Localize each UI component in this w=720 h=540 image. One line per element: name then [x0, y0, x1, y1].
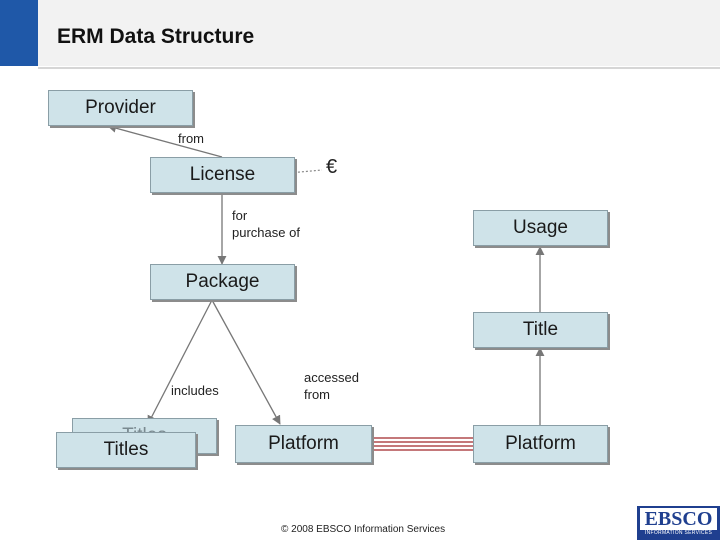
node-platform-right: Platform	[473, 425, 608, 463]
node-platform-center: Platform	[235, 425, 372, 463]
node-package: Package	[150, 264, 295, 300]
label-includes: includes	[171, 383, 219, 398]
edge-package-platform	[211, 299, 281, 425]
node-titles: Titles	[56, 432, 196, 468]
footer-copyright: © 2008 EBSCO Information Services	[281, 524, 446, 535]
label-purchase-of: purchase of	[232, 225, 300, 240]
logo-name: EBSCO	[640, 508, 717, 530]
label-accessed: accessed	[304, 370, 359, 385]
node-provider: Provider	[48, 90, 193, 126]
edge-package-titles	[147, 299, 213, 425]
label-from: from	[178, 131, 204, 146]
ebsco-logo: EBSCO INFORMATION SERVICES	[637, 506, 720, 540]
logo-tagline: INFORMATION SERVICES	[644, 530, 713, 536]
label-for: for	[232, 208, 248, 223]
title-accent-bar	[0, 0, 38, 66]
edge-license-euro	[277, 169, 323, 175]
label-accessed-from: from	[304, 387, 330, 402]
slide-title: ERM Data Structure	[57, 25, 255, 48]
node-usage: Usage	[473, 210, 608, 246]
node-license: License	[150, 157, 295, 193]
title-band	[38, 0, 720, 66]
euro-symbol: €	[326, 156, 338, 178]
edge-platform-platform	[372, 437, 474, 451]
title-divider	[38, 67, 720, 69]
edge-license-provider	[107, 123, 223, 158]
node-title: Title	[473, 312, 608, 348]
